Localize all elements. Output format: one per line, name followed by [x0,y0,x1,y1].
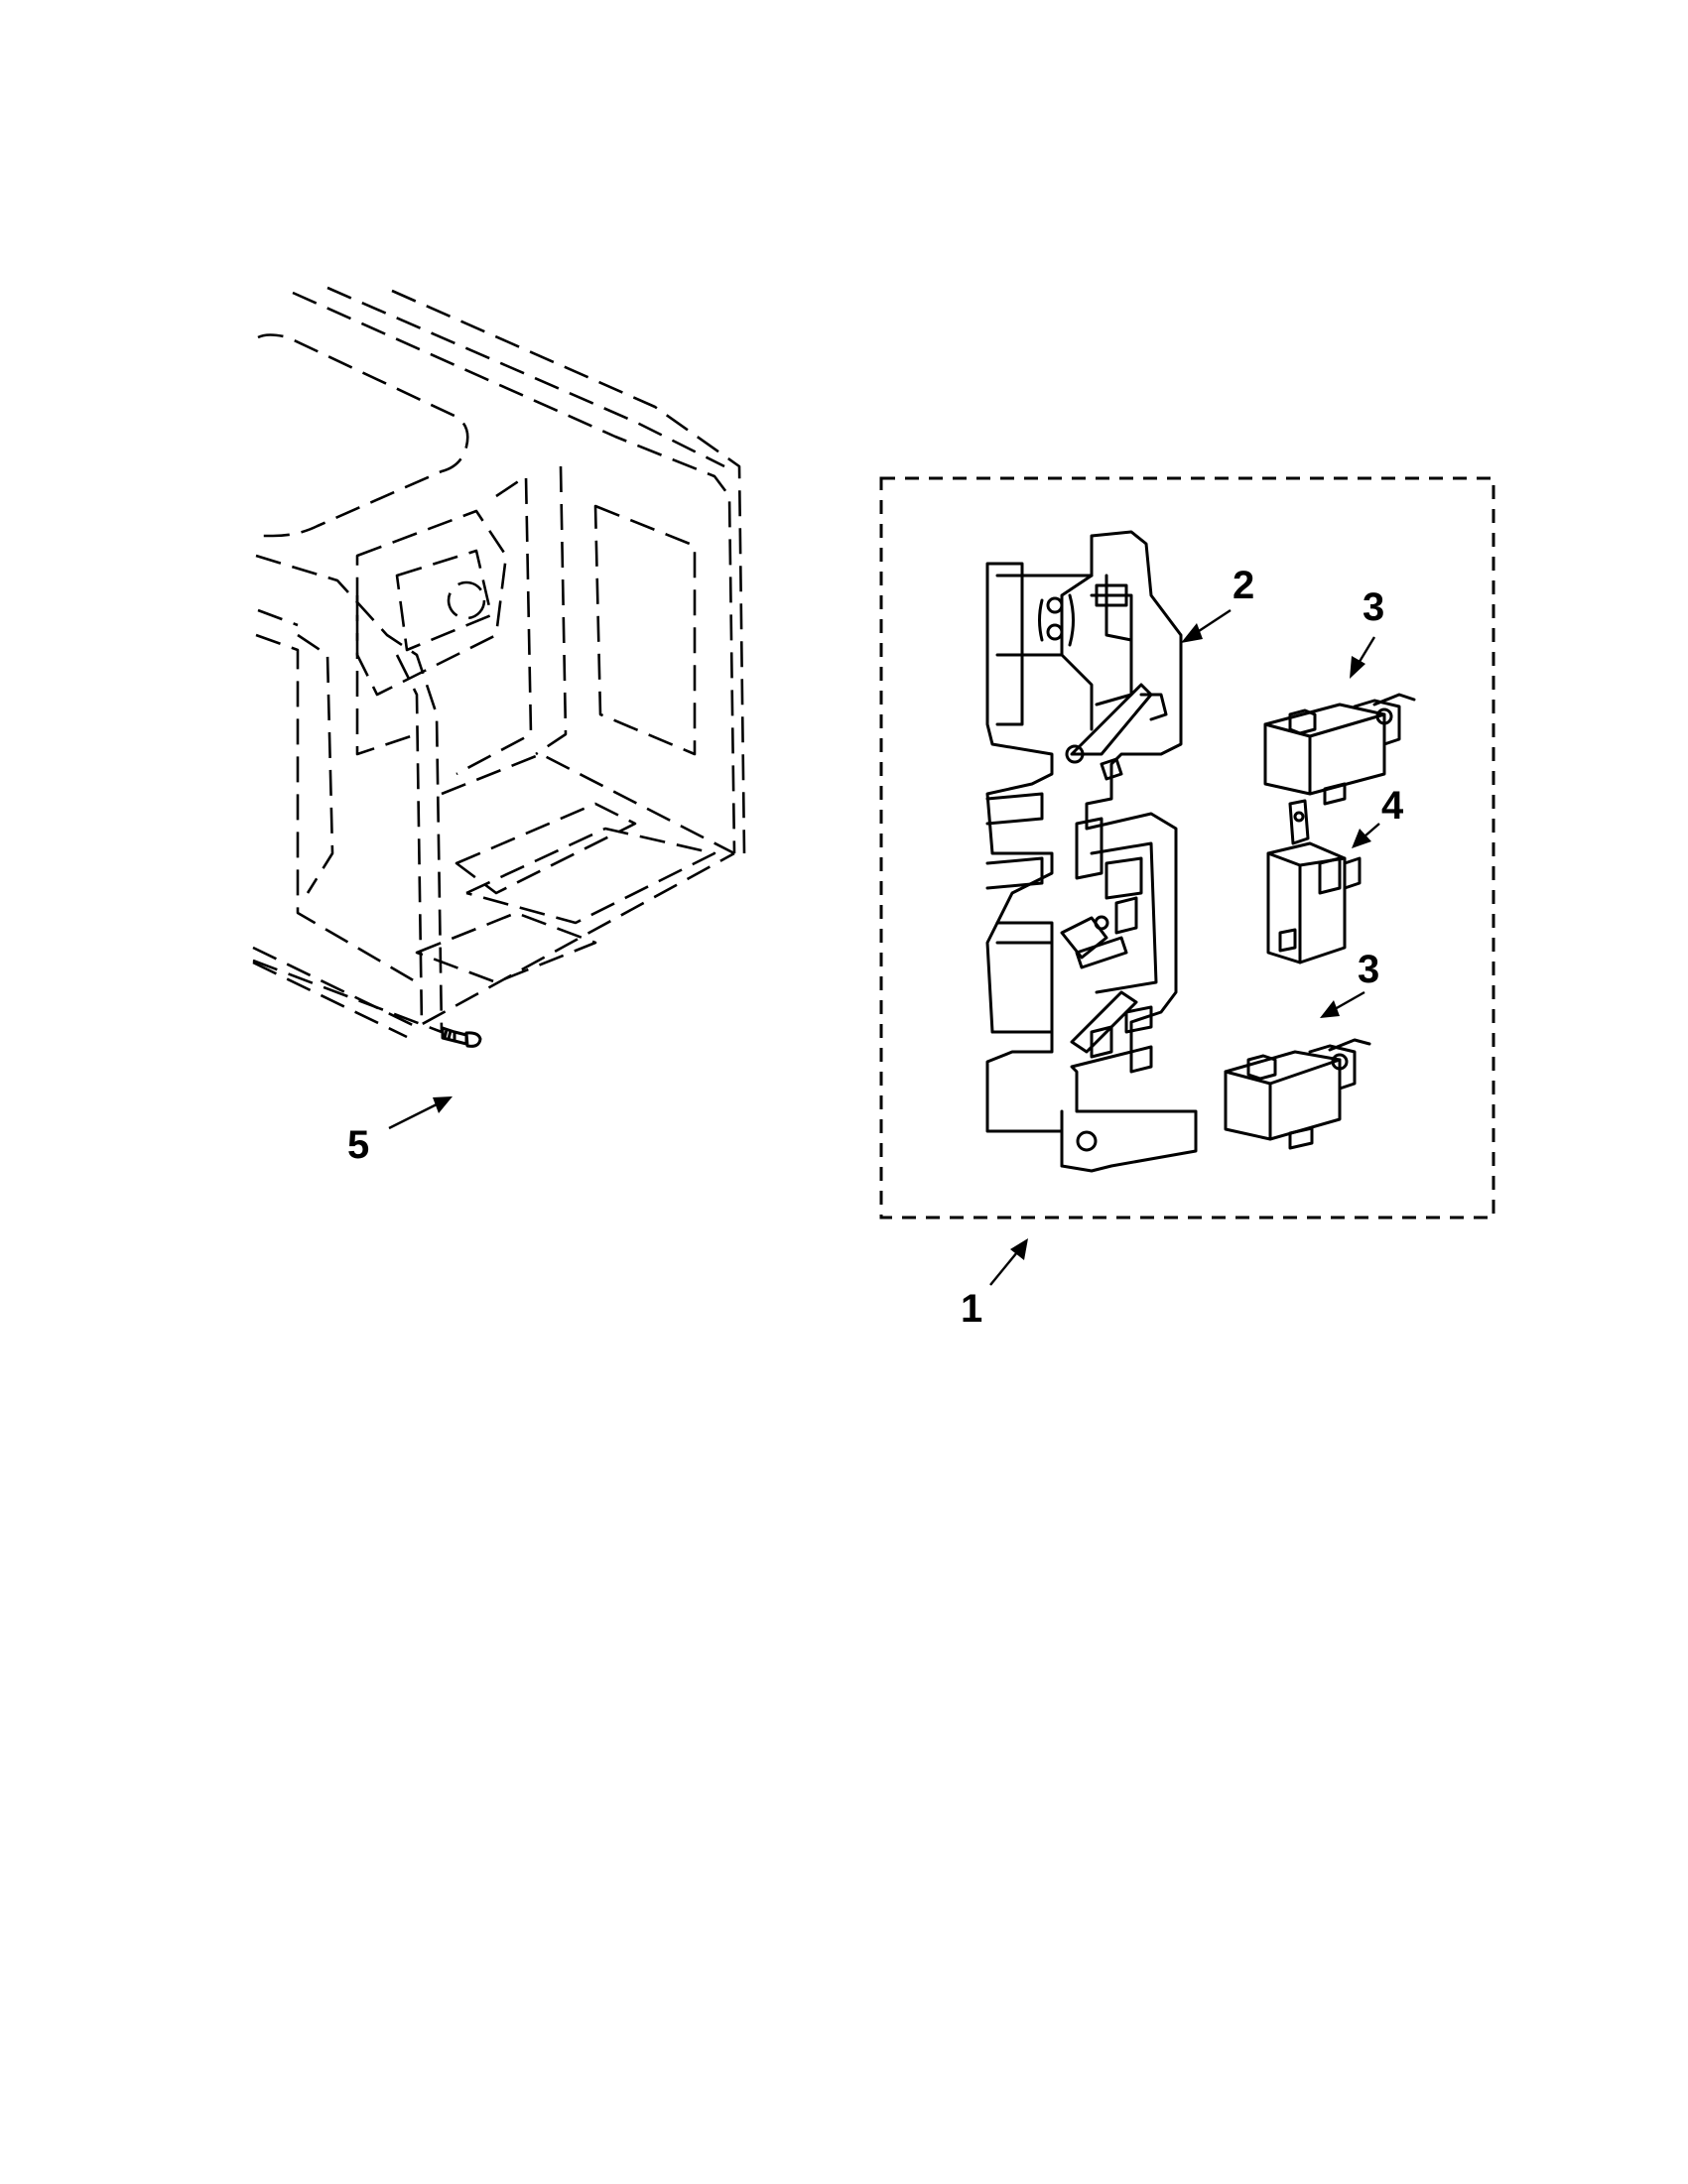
callout-switch-middle: 4 [1381,784,1404,828]
micro-switch-middle [1266,799,1362,964]
callout-switch-lower: 3 [1358,948,1379,991]
callout-monitor-bracket: 2 [1233,564,1254,607]
microwave-cavity-phantom-outline [252,286,746,1039]
door-latch-switch-bracket [985,530,1198,1173]
callout-kit: 1 [961,1287,982,1331]
callout-switch-upper: 3 [1363,585,1384,629]
callout-screw: 5 [347,1123,369,1167]
leader-lines [252,608,1380,1286]
mounting-screw [441,1026,482,1048]
interlock-kit-boundary [879,476,1495,1220]
micro-switch-lower [1224,1038,1371,1150]
micro-switch-upper [1263,693,1416,806]
